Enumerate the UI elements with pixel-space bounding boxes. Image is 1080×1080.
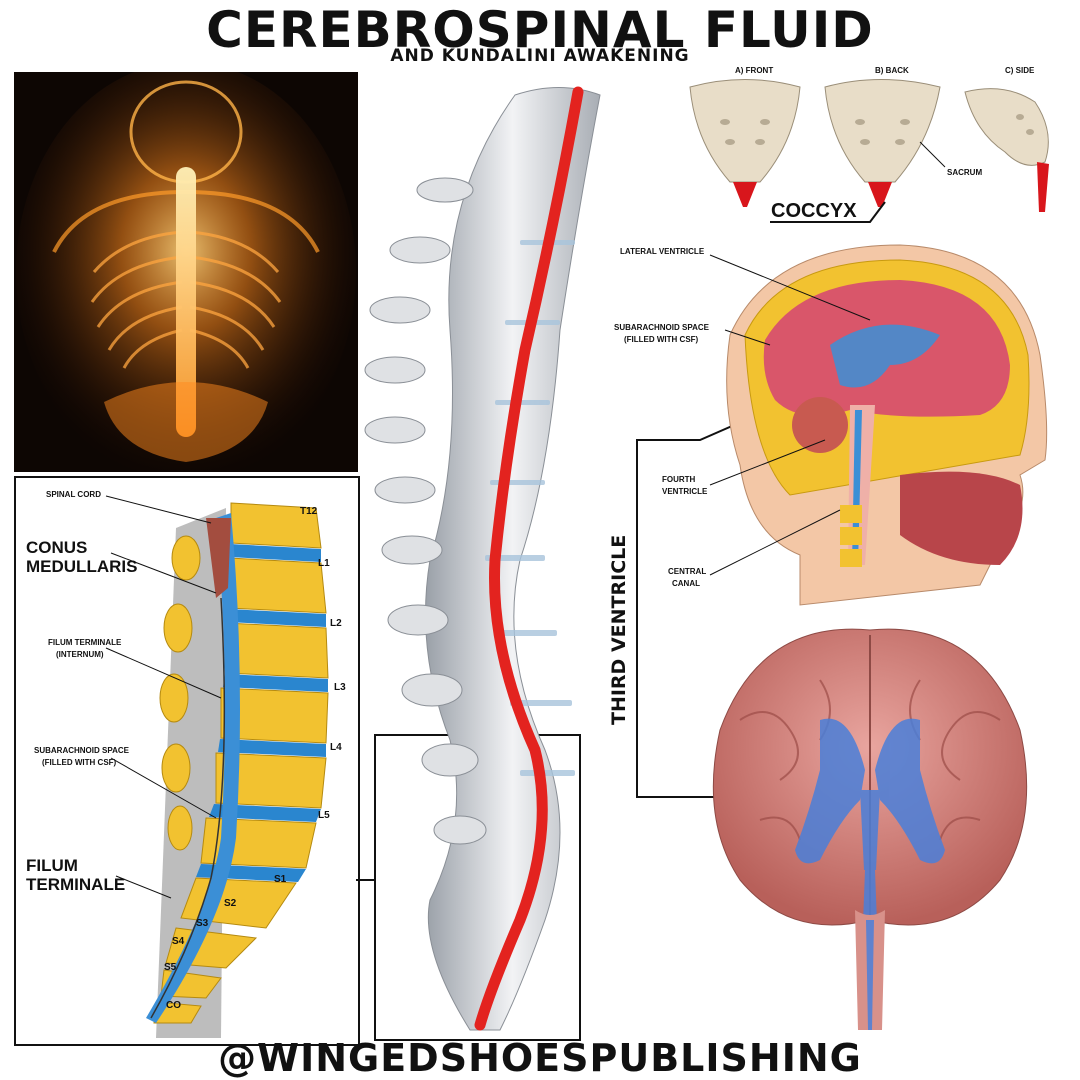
filum-internum-label-line2: (INTERNUM) xyxy=(56,650,104,659)
lateral-ventricle-label: LATERAL VENTRICLE xyxy=(620,247,705,256)
page-subtitle: AND KUNDALINI AWAKENING xyxy=(390,46,690,66)
central-canal-label-line2: CANAL xyxy=(672,579,700,588)
vertebra-label-t12: T12 xyxy=(300,506,318,517)
sacrum-coccyx-views: A) FRONT B) BACK C) SIDE SACRUM COCCYX xyxy=(675,62,1070,230)
vertebra-label-l3: L3 xyxy=(334,682,346,693)
subarachnoid-label-line2: (FILLED WITH CSF) xyxy=(42,758,117,767)
page-title: CEREBROSPINAL FLUID xyxy=(206,1,874,59)
vertebra-label-l2: L2 xyxy=(330,618,342,629)
fourth-ventricle-label-line1: FOURTH xyxy=(662,475,696,484)
filum-terminale-label-line1: FILUM xyxy=(26,856,78,875)
sacrum-back-label: B) BACK xyxy=(875,66,909,75)
glowing-spine-image xyxy=(14,72,358,472)
vertebra-label-s1: S1 xyxy=(274,874,287,885)
vertebra-label-s2: S2 xyxy=(224,898,237,909)
vertebra-label-s5: S5 xyxy=(164,962,177,973)
lumbar-spine-diagram: SPINAL CORD CONUS MEDULLARIS FILUM TERMI… xyxy=(14,476,360,1046)
central-canal-label-line1: CENTRAL xyxy=(668,567,707,576)
fourth-ventricle-label-line2: VENTRICLE xyxy=(662,487,708,496)
vertebra-label-s4: S4 xyxy=(172,936,185,947)
conus-label-line2: MEDULLARIS xyxy=(26,557,138,576)
brain-front-view xyxy=(700,620,1040,1040)
vertebra-label-l4: L4 xyxy=(330,742,342,753)
coccyx-label: COCCYX xyxy=(771,200,857,222)
head-cross-section: LATERAL VENTRICLE SUBARACHNOID SPACE (FI… xyxy=(600,235,1070,615)
sacrum-front-label: A) FRONT xyxy=(735,66,774,75)
head-subarachnoid-label-line2: (FILLED WITH CSF) xyxy=(624,335,699,344)
conus-label-line1: CONUS xyxy=(26,538,88,557)
publisher-handle: @WINGEDSHOESPUBLISHING xyxy=(218,1036,862,1080)
vertebra-label-l5: L5 xyxy=(318,810,330,821)
third-ventricle-label: THIRD VENTRICLE xyxy=(608,534,630,725)
spinal-cord-label: SPINAL CORD xyxy=(46,490,101,499)
subarachnoid-label-line1: SUBARACHNOID SPACE xyxy=(34,746,129,755)
sacrum-label: SACRUM xyxy=(947,168,983,177)
filum-internum-label-line1: FILUM TERMINALE xyxy=(48,638,122,647)
filum-terminale-label-line2: TERMINALE xyxy=(26,875,126,894)
head-subarachnoid-label-line1: SUBARACHNOID SPACE xyxy=(614,323,709,332)
vertebra-label-co: CO xyxy=(166,1000,181,1011)
sacrum-side-label: C) SIDE xyxy=(1005,66,1035,75)
vertebra-label-s3: S3 xyxy=(196,918,209,929)
vertebra-label-l1: L1 xyxy=(318,558,330,569)
